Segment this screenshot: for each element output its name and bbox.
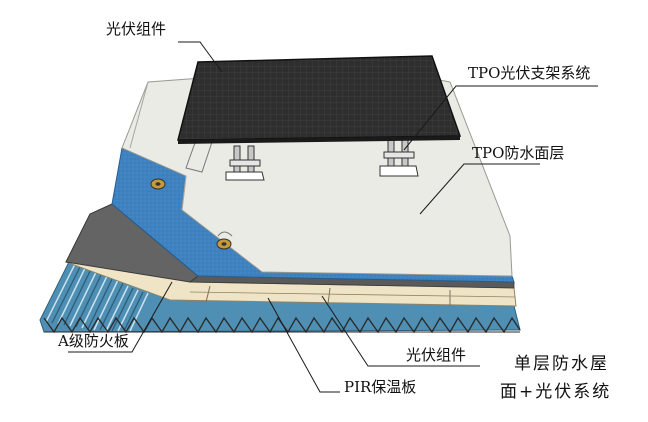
diagram-caption-line1: 单层防水屋 bbox=[514, 354, 609, 374]
leader-pv-module-top bbox=[178, 41, 223, 73]
pv-module-bottom-label: 光伏组件 bbox=[406, 346, 467, 364]
roof-drain-icon bbox=[150, 178, 166, 190]
a-grade-fireproof-board-label: A级防火板 bbox=[58, 332, 129, 350]
steel-deck-layer bbox=[39, 251, 521, 334]
pv-panel bbox=[177, 55, 462, 141]
roof-drain-icon bbox=[216, 231, 233, 250]
pir-insulation-board-label: PIR保温板 bbox=[344, 378, 417, 396]
leader-pir-insulation-board bbox=[267, 297, 340, 393]
tpo-membrane-label: TPO防水面层 bbox=[472, 144, 565, 162]
diagram-caption-line2: 面+光伏系统 bbox=[500, 382, 612, 402]
leader-pv-module-bottom bbox=[321, 295, 480, 367]
pv-panel-edge bbox=[178, 136, 460, 144]
tpo-seam-line bbox=[129, 81, 187, 211]
leader-a-grade-fireproof-board bbox=[68, 281, 173, 353]
leader-tpo-pv-bracket bbox=[403, 85, 598, 151]
pv-bracket-left bbox=[225, 145, 265, 181]
pv-module-top-label: 光伏组件 bbox=[106, 20, 167, 38]
leader-tpo-membrane bbox=[419, 163, 540, 215]
tpo-pv-bracket-label: TPO光伏支架系统 bbox=[468, 64, 591, 82]
pv-support-lines bbox=[185, 139, 213, 173]
